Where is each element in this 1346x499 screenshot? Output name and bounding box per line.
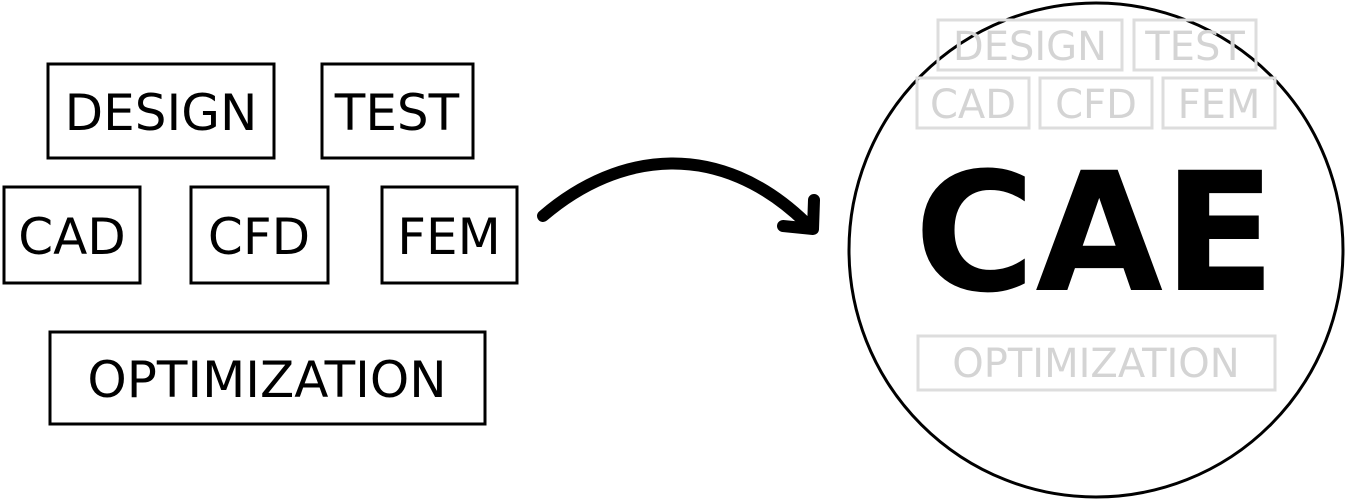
ghost-cad-label: CAD: [930, 82, 1016, 128]
box-test-label: TEST: [334, 84, 460, 142]
ghost-design-label: DESIGN: [953, 24, 1107, 70]
cae-circle: [847, 1, 1345, 499]
ghost-box-cfd: CFD: [1038, 76, 1154, 130]
box-test: TEST: [320, 62, 475, 160]
curved-arrow-icon: [537, 157, 820, 235]
box-fem-label: FEM: [397, 208, 501, 266]
box-cfd: CFD: [189, 185, 330, 285]
box-design-label: DESIGN: [65, 84, 258, 142]
ghost-box-fem: FEM: [1161, 76, 1277, 130]
ghost-cfd-label: CFD: [1055, 82, 1137, 128]
box-cad: CAD: [2, 185, 142, 285]
box-cad-label: CAD: [18, 208, 126, 266]
box-optimization-label: OPTIMIZATION: [87, 351, 446, 409]
ghost-test-label: TEST: [1144, 24, 1245, 70]
box-optimization: OPTIMIZATION: [48, 330, 487, 426]
box-design: DESIGN: [46, 62, 276, 160]
ghost-optimization-label: OPTIMIZATION: [952, 341, 1239, 387]
cae-title: CAE: [914, 137, 1276, 329]
box-cfd-label: CFD: [208, 208, 310, 266]
ghost-fem-label: FEM: [1178, 82, 1261, 128]
ghost-box-cad: CAD: [915, 76, 1031, 130]
ghost-box-test: TEST: [1132, 18, 1258, 72]
ghost-box-design: DESIGN: [936, 18, 1124, 72]
ghost-box-optimization: OPTIMIZATION: [916, 334, 1277, 392]
box-fem: FEM: [380, 185, 519, 285]
